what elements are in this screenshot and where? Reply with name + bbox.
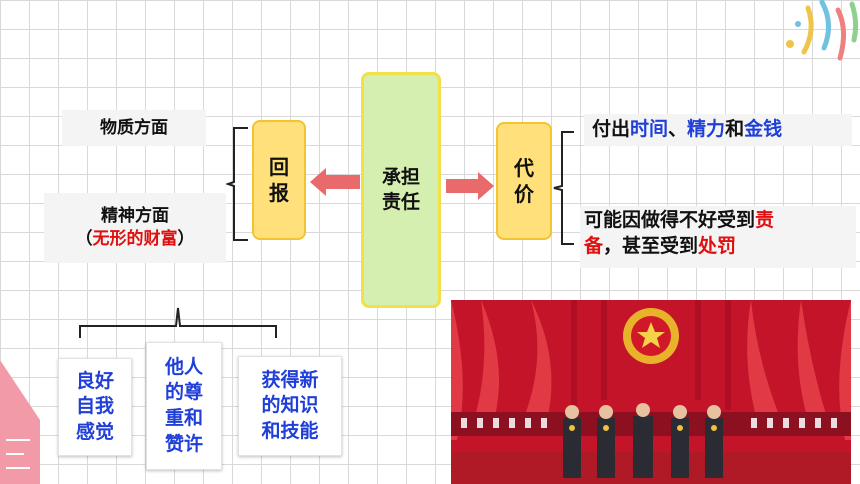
left-brace [226,127,248,241]
spiritual-aspect-text: 精神方面 [101,206,169,227]
reward-box: 回 报 [252,120,306,240]
material-aspect-text: 物质方面 [100,117,168,138]
arrow-left-icon [310,168,360,196]
spiritual-aspect-note: （无形的财富） [75,229,195,249]
card-respect-praise: 他人 的尊 重和 赞许 [146,342,222,470]
bottom-brace [79,307,277,338]
cost-text: 代 价 [514,156,534,206]
cost-time-energy-money: 付出时间、精力和金钱 [584,114,852,146]
right-brace [553,131,574,245]
responsibility-box: 承担 责任 [361,72,441,308]
cost-blame-punishment: 可能因做得不好受到责备，甚至受到处罚 [580,206,856,268]
card-good-self-feeling: 良好 自我 感觉 [58,358,132,456]
spiritual-aspect-label: 精神方面 （无形的财富） [44,193,226,263]
decor-ruler [0,360,40,484]
cost-box: 代 价 [496,122,552,240]
material-aspect-label: 物质方面 [62,110,206,146]
card-knowledge-skills: 获得新 的知识 和技能 [238,356,342,456]
ceremony-photo [451,300,851,484]
arrow-right-icon [446,172,494,200]
decor-confetti [786,0,859,61]
reward-text: 回 报 [269,155,289,205]
responsibility-text: 承担 责任 [381,166,420,213]
